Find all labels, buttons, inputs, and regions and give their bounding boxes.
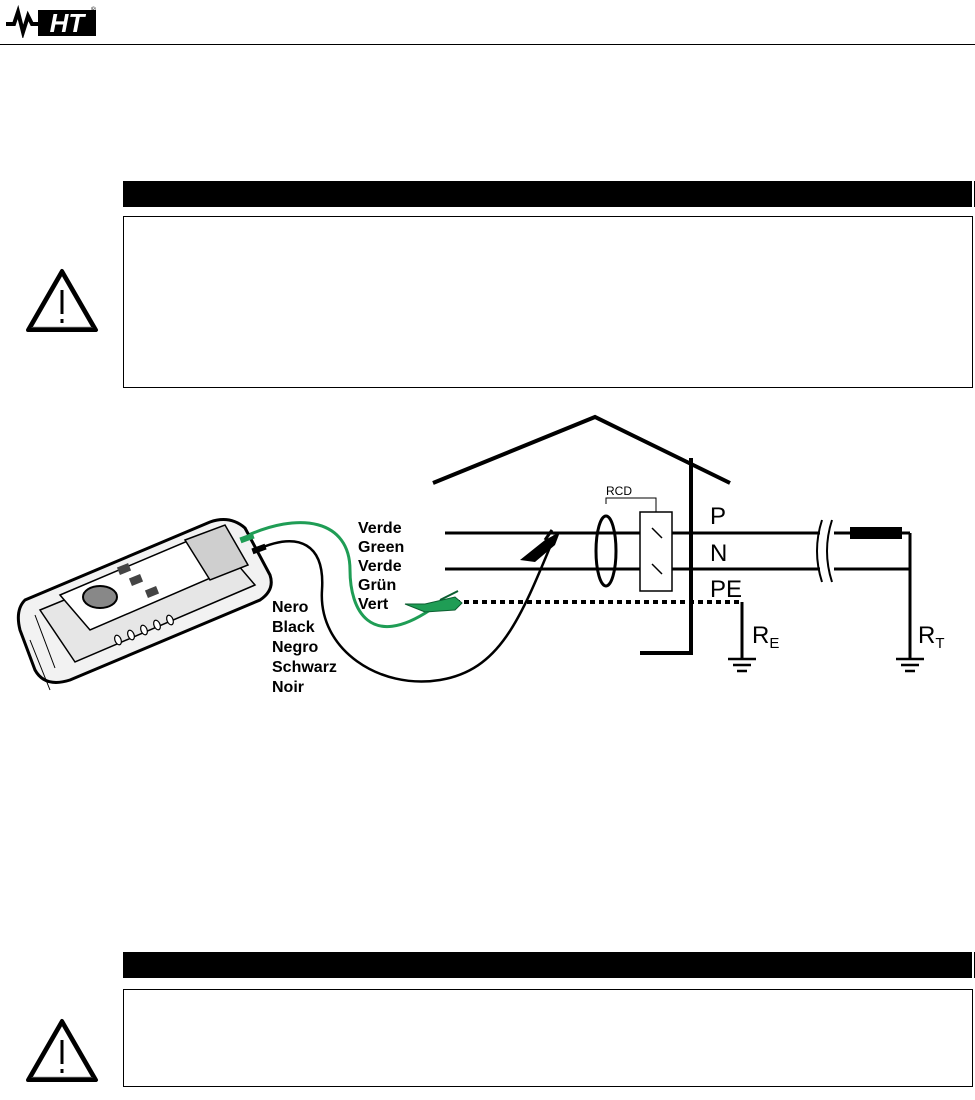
green-lead-labels: Verde Green Verde Grün Vert (358, 520, 409, 613)
ground-re-icon (728, 657, 756, 673)
green-lead (241, 521, 431, 629)
waveform-icon (6, 4, 38, 38)
caution-box (123, 216, 973, 388)
warning-icon (26, 269, 98, 332)
ground-rt-icon (896, 657, 924, 673)
connection-diagram: RCD P N PE RE RT Verde Green Verde Grün … (16, 414, 945, 696)
ht-logo: HT ® (4, 4, 98, 38)
header-rule (0, 44, 975, 45)
caution-title-bar-2 (123, 952, 975, 978)
black-lead-labels: Nero Black Negro Schwarz Noir (272, 599, 341, 696)
label-pe: PE (710, 576, 742, 603)
label-re: RE (752, 622, 779, 652)
rcd-label: RCD (606, 484, 632, 498)
load-resistor (850, 527, 902, 539)
caution-box-2 (123, 989, 973, 1087)
rcd-box (639, 511, 673, 592)
label-p: P (710, 503, 726, 530)
green-clip-icon (404, 590, 463, 613)
registered-mark: ® (91, 6, 97, 14)
house-roof (432, 414, 731, 485)
house-wall (640, 458, 693, 655)
line-break-mark (816, 519, 833, 583)
caution-title-bar (123, 181, 975, 207)
black-clip-icon (520, 529, 560, 562)
label-n: N (710, 540, 727, 567)
label-rt: RT (918, 622, 945, 652)
warning-icon-2 (26, 1019, 98, 1082)
black-lead (255, 534, 557, 683)
rcd-toroid (594, 514, 618, 588)
tester-instrument-icon (16, 518, 273, 691)
logo-text: HT (50, 8, 87, 38)
